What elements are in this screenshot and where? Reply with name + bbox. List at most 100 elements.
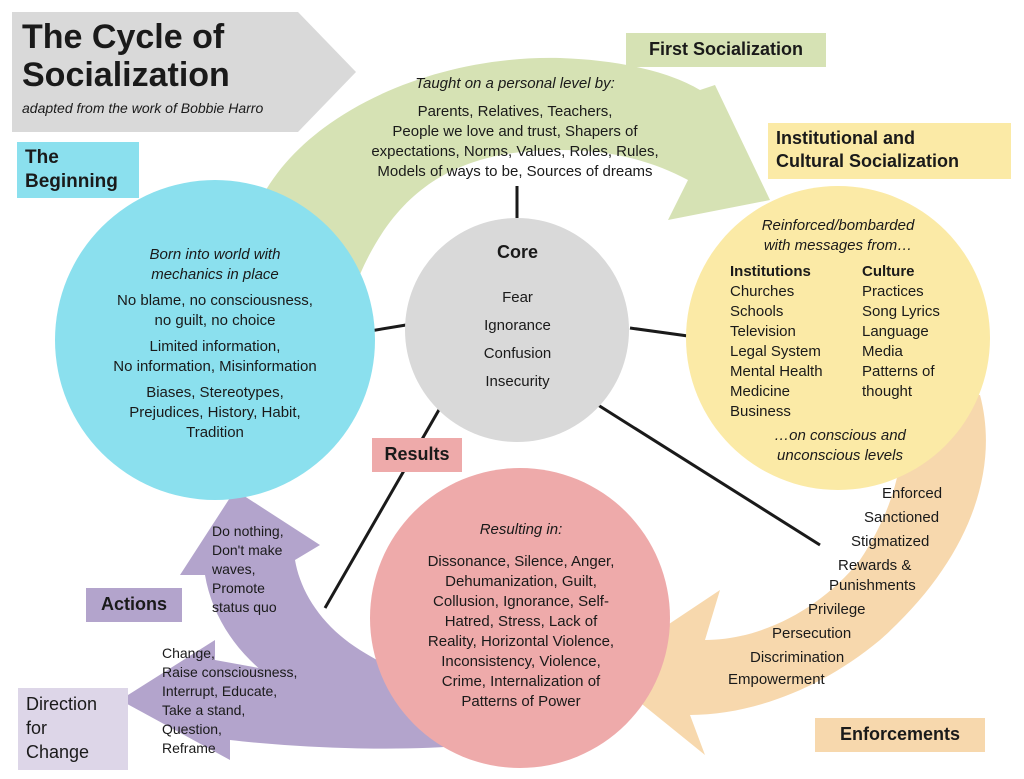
- label-direction-line: for: [26, 718, 48, 738]
- results-line: Reality, Horizontal Violence,: [427, 633, 615, 650]
- beginning-circle-text: Born into world with mechanics in place …: [70, 245, 360, 443]
- actions-upper-line: Do nothing,: [212, 523, 284, 539]
- actions-lower-line: Interrupt, Educate,: [162, 683, 278, 699]
- beginning-item: Tradition: [186, 424, 244, 441]
- label-first-socialization: First Socialization: [626, 33, 826, 67]
- label-beginning: The Beginning: [17, 142, 139, 198]
- results-line: Patterns of Power: [461, 693, 581, 710]
- label-direction-for-change: Direction for Change: [18, 688, 128, 770]
- actions-lower-line: Change,: [162, 645, 215, 661]
- label-results: Results: [372, 438, 462, 472]
- beginning-item: No blame, no consciousness,: [117, 292, 313, 309]
- label-beginning-line: Beginning: [25, 171, 118, 192]
- results-line: Collusion, Ignorance, Self-: [433, 593, 609, 610]
- label-institutional: Institutional and Cultural Socialization: [768, 123, 1011, 179]
- first-socialization-text: Taught on a personal level by: Parents, …: [330, 74, 700, 182]
- enforcement-item: Sanctioned: [864, 509, 940, 526]
- first-line: Parents, Relatives, Teachers,: [417, 103, 613, 120]
- actions-lower-line: Raise consciousness,: [162, 664, 298, 680]
- beginning-intro: mechanics in place: [151, 266, 279, 283]
- institutions-column: Institutions Churches Schools Television…: [730, 262, 855, 422]
- culture-item: thought: [862, 383, 913, 400]
- beginning-intro: Born into world with: [149, 246, 281, 263]
- results-intro: Resulting in:: [479, 521, 563, 538]
- actions-upper-line: waves,: [212, 561, 256, 577]
- institutional-circle-shape: [686, 186, 990, 490]
- label-institutional-line: Institutional and: [776, 128, 915, 148]
- beginning-item: no guilt, no choice: [154, 312, 276, 329]
- core-circle-text: Core Fear Ignorance Confusion Insecurity: [440, 242, 595, 392]
- enforcement-item: Privilege: [808, 601, 866, 618]
- enforcement-item: Enforced: [882, 485, 943, 502]
- actions-upper-line: Promote: [212, 580, 265, 596]
- label-enforcements: Enforcements: [815, 718, 985, 752]
- title-line-2: Socialization: [22, 56, 230, 94]
- actions-lower-line: Reframe: [162, 740, 216, 756]
- beginning-item: No information, Misinformation: [113, 358, 317, 375]
- institution-item: Medicine: [730, 383, 791, 400]
- institutional-intro-line: with messages from…: [763, 237, 913, 254]
- title-block: The Cycle of Socialization adapted from …: [22, 18, 302, 116]
- beginning-item: Prejudices, History, Habit,: [129, 404, 301, 421]
- institution-item: Television: [730, 323, 796, 340]
- first-socialization-arrow: [258, 57, 770, 300]
- institutions-header: Institutions: [730, 263, 811, 280]
- beginning-item: Biases, Stereotypes,: [146, 384, 284, 401]
- enforcement-item: Rewards &: [838, 557, 912, 574]
- culture-item: Song Lyrics: [862, 303, 940, 320]
- results-line: Inconsistency, Violence,: [441, 653, 601, 670]
- beginning-item: Limited information,: [149, 338, 281, 355]
- enforcement-item: Punishments: [829, 577, 916, 594]
- beginning-circle-shape: [55, 180, 375, 500]
- institution-item: Legal System: [730, 343, 821, 360]
- actions-lower-text: Change, Raise consciousness, Interrupt, …: [162, 644, 332, 758]
- actions-upper-text: Do nothing, Don't make waves, Promote st…: [212, 522, 332, 617]
- culture-column: Culture Practices Song Lyrics Language M…: [862, 262, 972, 402]
- core-item: Ignorance: [484, 317, 551, 334]
- label-beginning-line: The: [25, 147, 59, 168]
- culture-item: Media: [862, 343, 903, 360]
- results-circle-text: Resulting in: Dissonance, Silence, Anger…: [405, 520, 637, 712]
- institutional-outro-line: unconscious levels: [777, 447, 903, 464]
- institution-item: Business: [730, 403, 791, 420]
- culture-header: Culture: [862, 263, 915, 280]
- culture-item: Language: [862, 323, 929, 340]
- institution-item: Mental Health: [730, 363, 823, 380]
- first-intro: Taught on a personal level by:: [415, 75, 615, 92]
- first-line: Models of ways to be, Sources of dreams: [377, 163, 653, 180]
- core-item: Fear: [502, 289, 533, 306]
- title-subtitle: adapted from the work of Bobbie Harro: [22, 100, 264, 116]
- results-circle-shape: [370, 468, 670, 768]
- enforcement-item: Persecution: [772, 625, 852, 642]
- institution-item: Schools: [730, 303, 784, 320]
- actions-arrow-lower: [120, 640, 470, 760]
- label-actions: Actions: [86, 588, 182, 622]
- actions-lower-line: Question,: [162, 721, 222, 737]
- label-direction-line: Direction: [26, 694, 98, 714]
- results-line: Crime, Internalization of: [441, 673, 601, 690]
- core-item: Confusion: [483, 345, 552, 362]
- core-item: Insecurity: [485, 373, 550, 390]
- culture-item: Patterns of: [862, 363, 935, 380]
- institution-item: Churches: [730, 283, 795, 300]
- results-line: Dissonance, Silence, Anger,: [427, 553, 615, 570]
- culture-item: Practices: [862, 283, 924, 300]
- core-title: Core: [496, 242, 538, 262]
- enforcement-item: Stigmatized: [851, 533, 930, 550]
- institutional-outro: …on conscious and unconscious levels: [730, 426, 950, 466]
- first-line: People we love and trust, Shapers of: [392, 123, 638, 140]
- actions-upper-line: Don't make: [212, 542, 283, 558]
- enforcement-arrow: [600, 395, 986, 755]
- results-line: Hatred, Stress, Lack of: [444, 613, 598, 630]
- title-line-1: The Cycle of: [22, 18, 225, 56]
- institutional-intro-line: Reinforced/bombarded: [761, 217, 915, 234]
- institutional-intro: Reinforced/bombarded with messages from…: [720, 216, 956, 256]
- core-circle-shape: [405, 218, 629, 442]
- institutional-outro-line: …on conscious and: [774, 427, 906, 444]
- label-direction-line: Change: [26, 742, 90, 762]
- actions-upper-line: status quo: [212, 599, 277, 615]
- results-line: Dehumanization, Guilt,: [445, 573, 597, 590]
- enforcement-item: Discrimination: [750, 649, 845, 666]
- first-line: expectations, Norms, Values, Roles, Rule…: [371, 143, 659, 160]
